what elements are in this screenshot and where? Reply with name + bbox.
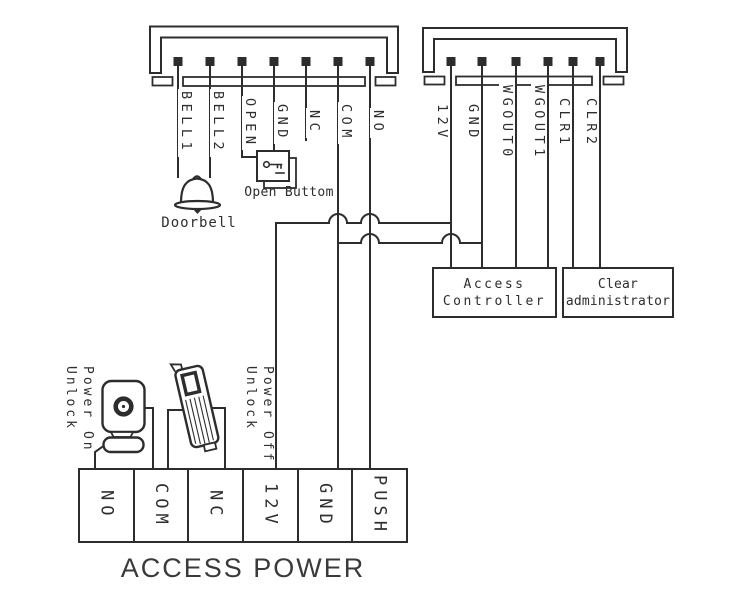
pin-label-nc-left: NC <box>306 108 322 138</box>
power-on-unlock-label: Power On Unlock <box>63 366 95 453</box>
doorbell-label: Doorbell <box>161 215 237 231</box>
wire-maglock-to-com <box>144 407 154 469</box>
pin-label-gnd-left: GND <box>274 102 290 144</box>
pin-label-clr2: CLR2 <box>583 95 599 151</box>
pin-label-bell1: BELL1 <box>178 89 194 157</box>
door-strike-icon <box>169 363 220 453</box>
right-connector-housing <box>422 27 628 86</box>
pin-label-no-left: NO <box>370 108 386 138</box>
pin-label-wgout0: WGOUT0 <box>499 83 515 163</box>
wire-maglock-to-no <box>94 445 104 469</box>
terminal-nc: NC <box>187 468 245 543</box>
pin-label-wgout1: WGOUT1 <box>531 83 547 163</box>
terminal-push: PUSH <box>351 468 409 543</box>
access-power-title: ACCESS POWER <box>120 553 366 583</box>
wires-group <box>94 65 601 469</box>
terminal-com: COM <box>132 468 190 543</box>
doorbell-icon <box>173 175 222 214</box>
terminal-no: NO <box>78 468 135 543</box>
pin-label-gnd-right: GND <box>465 102 481 144</box>
left-connector-pins <box>173 57 375 66</box>
wire-gnd-branch <box>337 233 483 244</box>
terminal-gnd: GND <box>296 468 354 543</box>
pin-label-bell2: BELL2 <box>210 89 226 157</box>
wire-strike-to-com <box>167 409 184 469</box>
access-power-terminal-block: NO COM NC 12V GND PUSH <box>78 468 409 543</box>
right-connector-pins <box>446 57 605 66</box>
open-button-icon <box>256 150 297 189</box>
terminal-12v: 12V <box>242 468 299 543</box>
open-button-label: Open Buttom <box>244 185 334 200</box>
maglock-icon <box>101 379 146 454</box>
key-icon <box>262 160 285 174</box>
clear-administrator-box: Clear administrator <box>562 267 674 318</box>
wire-strike-to-nc <box>211 407 226 469</box>
pin-label-12v: 12V <box>434 102 450 144</box>
wire-12v-branch-to-terminal <box>275 213 452 469</box>
pin-label-clr1: CLR1 <box>556 95 572 151</box>
access-controller-box: Access Controller <box>432 267 557 318</box>
pin-label-com-left: COM <box>338 102 354 144</box>
pin-label-open: OPEN <box>242 95 258 151</box>
power-off-unlock-label: Power Off Unlock <box>243 366 275 464</box>
